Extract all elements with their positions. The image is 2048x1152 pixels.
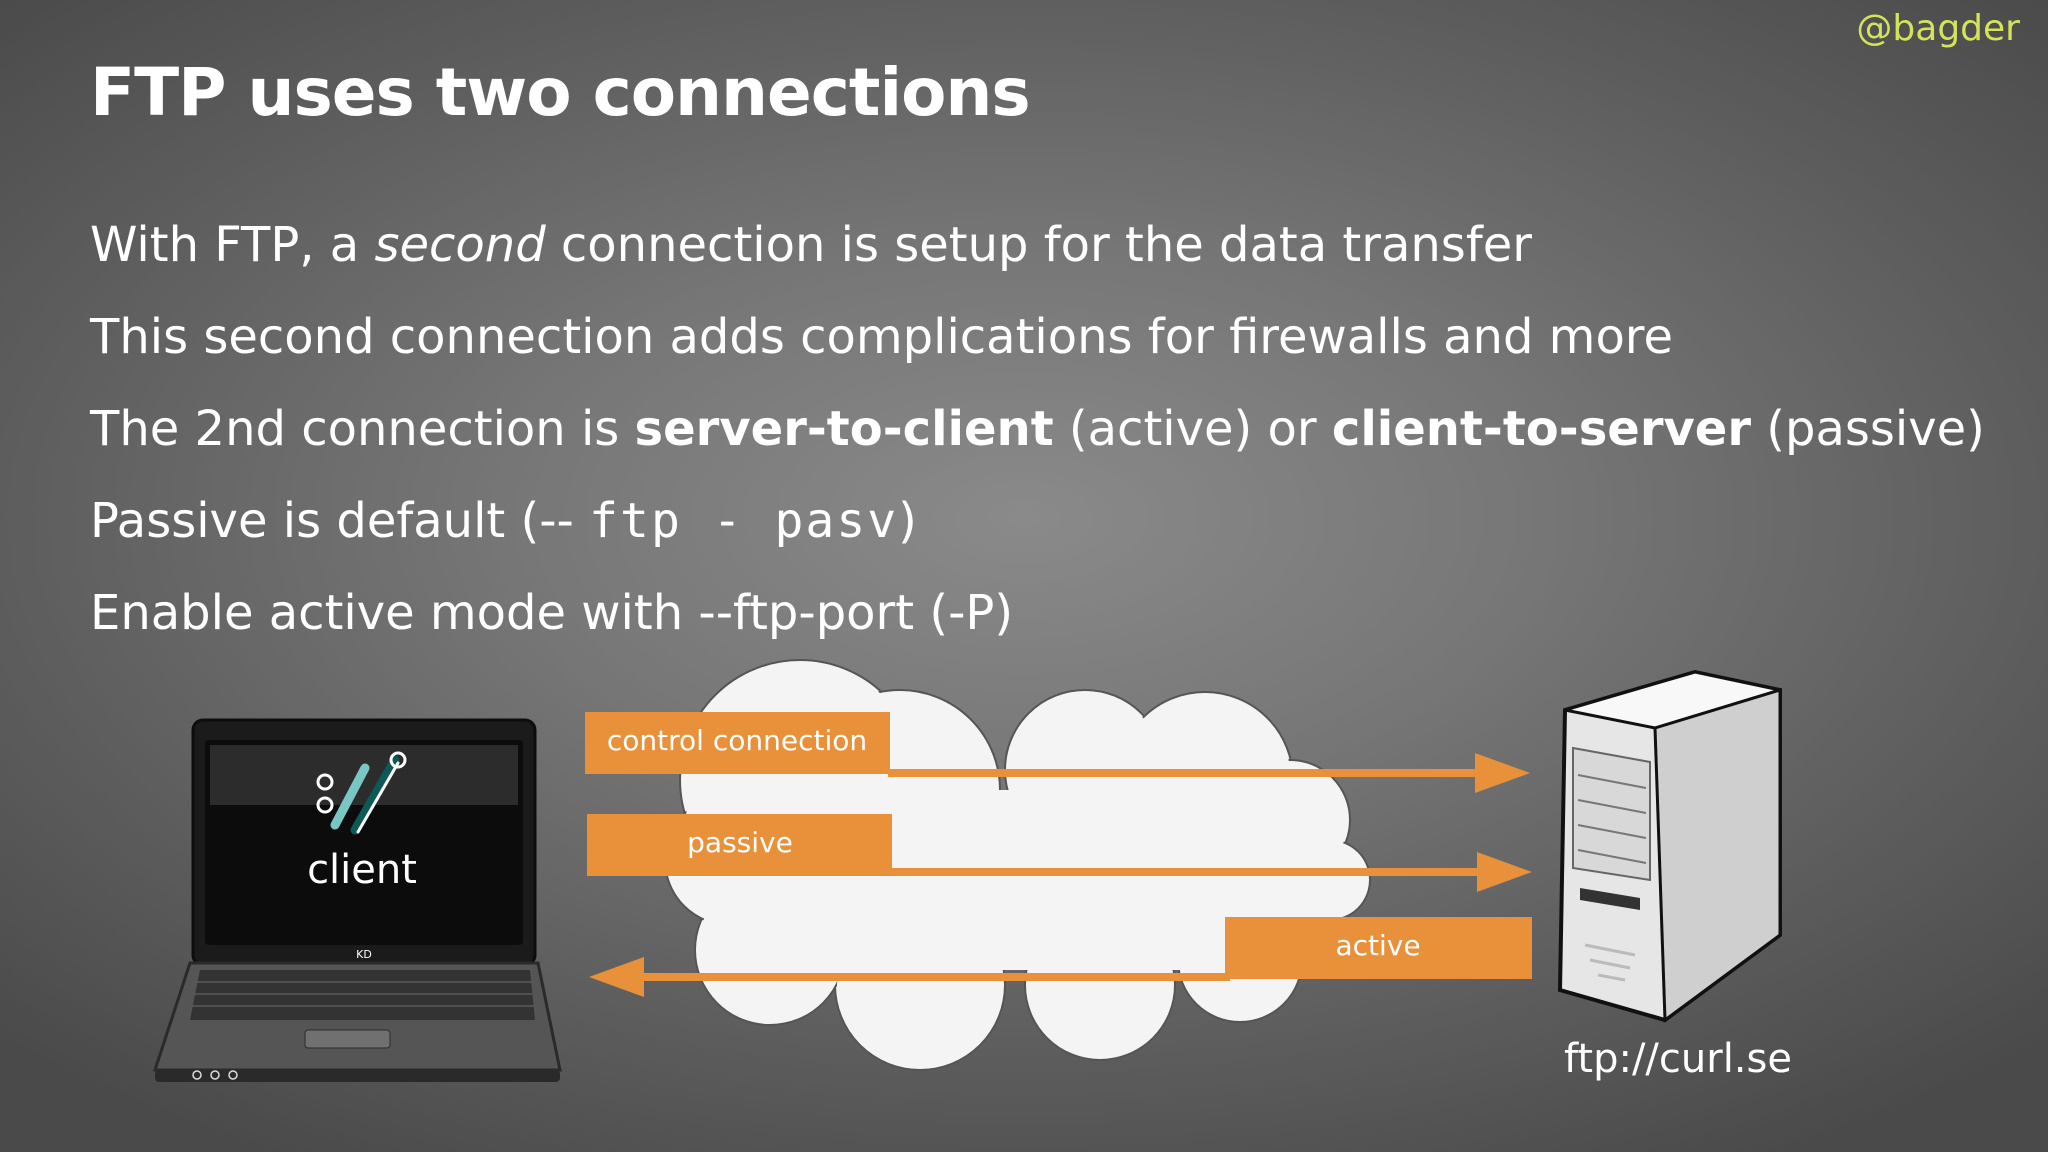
bullet-active-mode: Enable active mode with --ftp-port (-P) (90, 578, 1985, 670)
laptop-client: KD client (152, 718, 562, 1082)
control-connection-arrow: control connection (585, 712, 1530, 793)
active-label: active (1335, 929, 1420, 962)
bullet-text: (passive) (1751, 401, 1985, 457)
touchpad (304, 1029, 391, 1049)
keyboard-keys (192, 981, 534, 1007)
author-handle: @bagder (1856, 8, 2020, 49)
passive-connection-arrow: passive (587, 814, 1532, 892)
bullet-list: With FTP, a second connection is setup f… (90, 210, 1985, 670)
bullet-text: With FTP, a (90, 217, 375, 273)
server-label: ftp://curl.se (1564, 1036, 1792, 1082)
bullet-strong: client-to-server (1331, 401, 1751, 457)
slide-title: FTP uses two connections (90, 54, 1031, 131)
bullet-text: The 2nd connection is (90, 401, 635, 457)
control-connection-label: control connection (607, 724, 867, 757)
bullet-emphasis: second (374, 217, 546, 273)
bullet-strong: server-to-client (634, 401, 1054, 457)
client-label: client (307, 847, 417, 893)
bullet-text: (active) or (1053, 401, 1332, 457)
bullet-directions: The 2nd connection is server-to-client (… (90, 394, 1985, 486)
active-connection-arrow: active (589, 917, 1532, 997)
bullet-code: ftp - pasv (589, 493, 899, 549)
passive-label: passive (687, 826, 793, 859)
laptop-brand: KD (356, 948, 372, 961)
bullet-text: connection is setup for the data transfe… (545, 217, 1532, 273)
bullet-text: Passive is default ( (90, 493, 540, 549)
bullet-dash: -- (539, 493, 590, 549)
server-icon (1557, 669, 1782, 1023)
bullet-complications: This second connection adds complication… (90, 302, 1985, 394)
bullet-passive-default: Passive is default (-- ftp - pasv) (90, 486, 1985, 578)
curl-logo-icon (316, 751, 407, 835)
bullet-text: ) (898, 493, 917, 549)
bullet-text: This second connection adds complication… (90, 309, 1674, 365)
bullet-second-connection: With FTP, a second connection is setup f… (90, 210, 1985, 302)
bullet-text: Enable active mode with --ftp-port (-P) (90, 585, 1014, 641)
